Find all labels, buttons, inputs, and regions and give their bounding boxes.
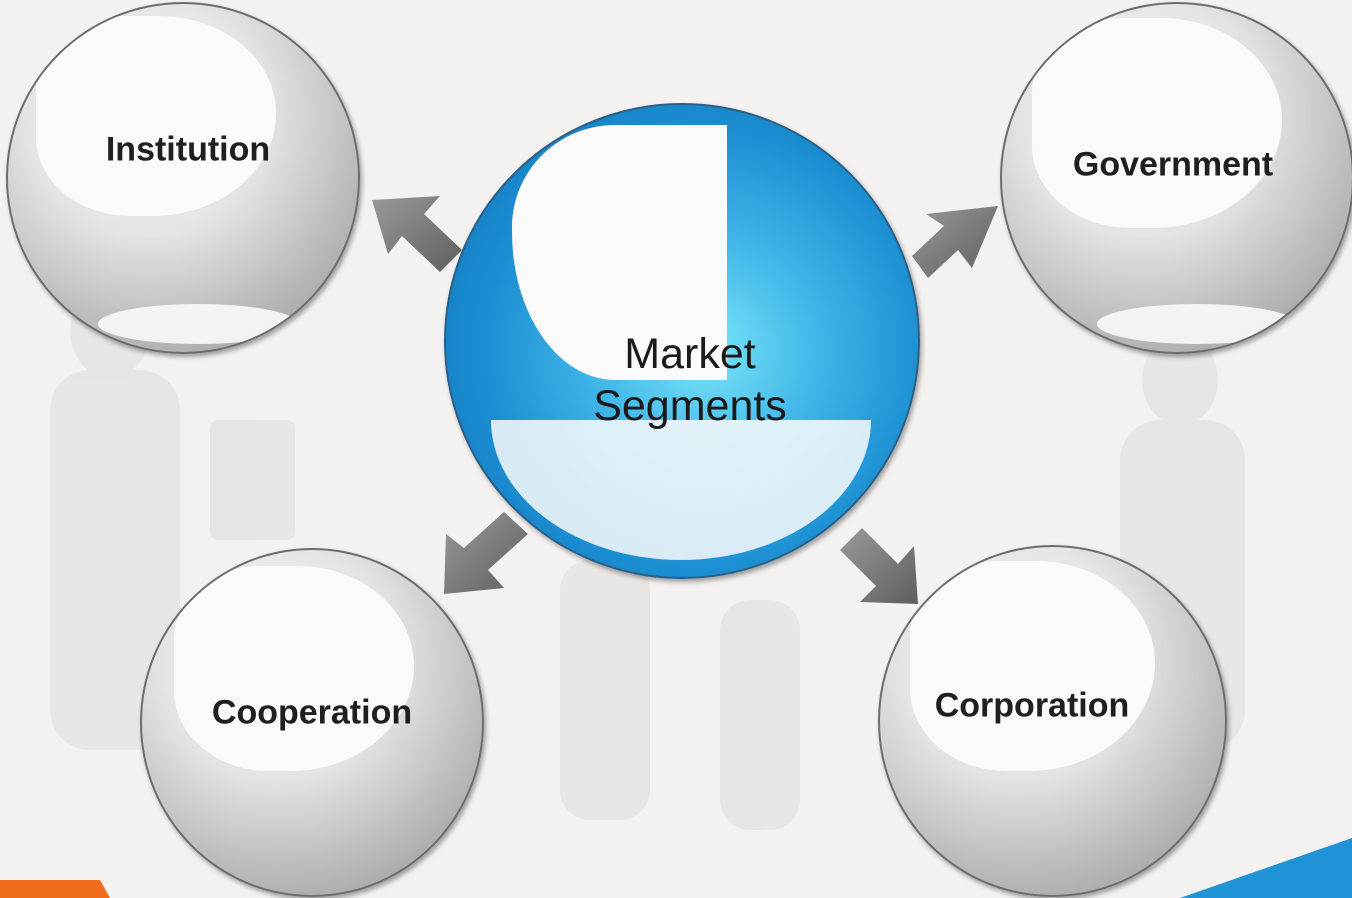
blue-corner-accent (1180, 838, 1352, 898)
institution-sphere (6, 2, 360, 354)
cooperation-sphere (140, 548, 484, 897)
government-sphere (1000, 2, 1352, 354)
market-segments-sphere (444, 103, 920, 579)
arrow-to-cooperation (444, 512, 528, 594)
government-label: Government (1072, 145, 1274, 184)
arrow-to-institution (372, 196, 462, 272)
market-segments-label: Market Segments (593, 328, 787, 432)
center-label-line1: Market (624, 330, 756, 378)
cooperation-label: Cooperation (211, 693, 413, 732)
institution-label: Institution (105, 130, 271, 169)
corporation-label: Corporation (934, 686, 1130, 725)
corporation-sphere (878, 545, 1227, 897)
orange-corner-accent (0, 880, 110, 898)
arrow-to-government (912, 206, 998, 278)
arrow-to-corporation (840, 528, 918, 604)
center-label-line2: Segments (593, 382, 787, 430)
